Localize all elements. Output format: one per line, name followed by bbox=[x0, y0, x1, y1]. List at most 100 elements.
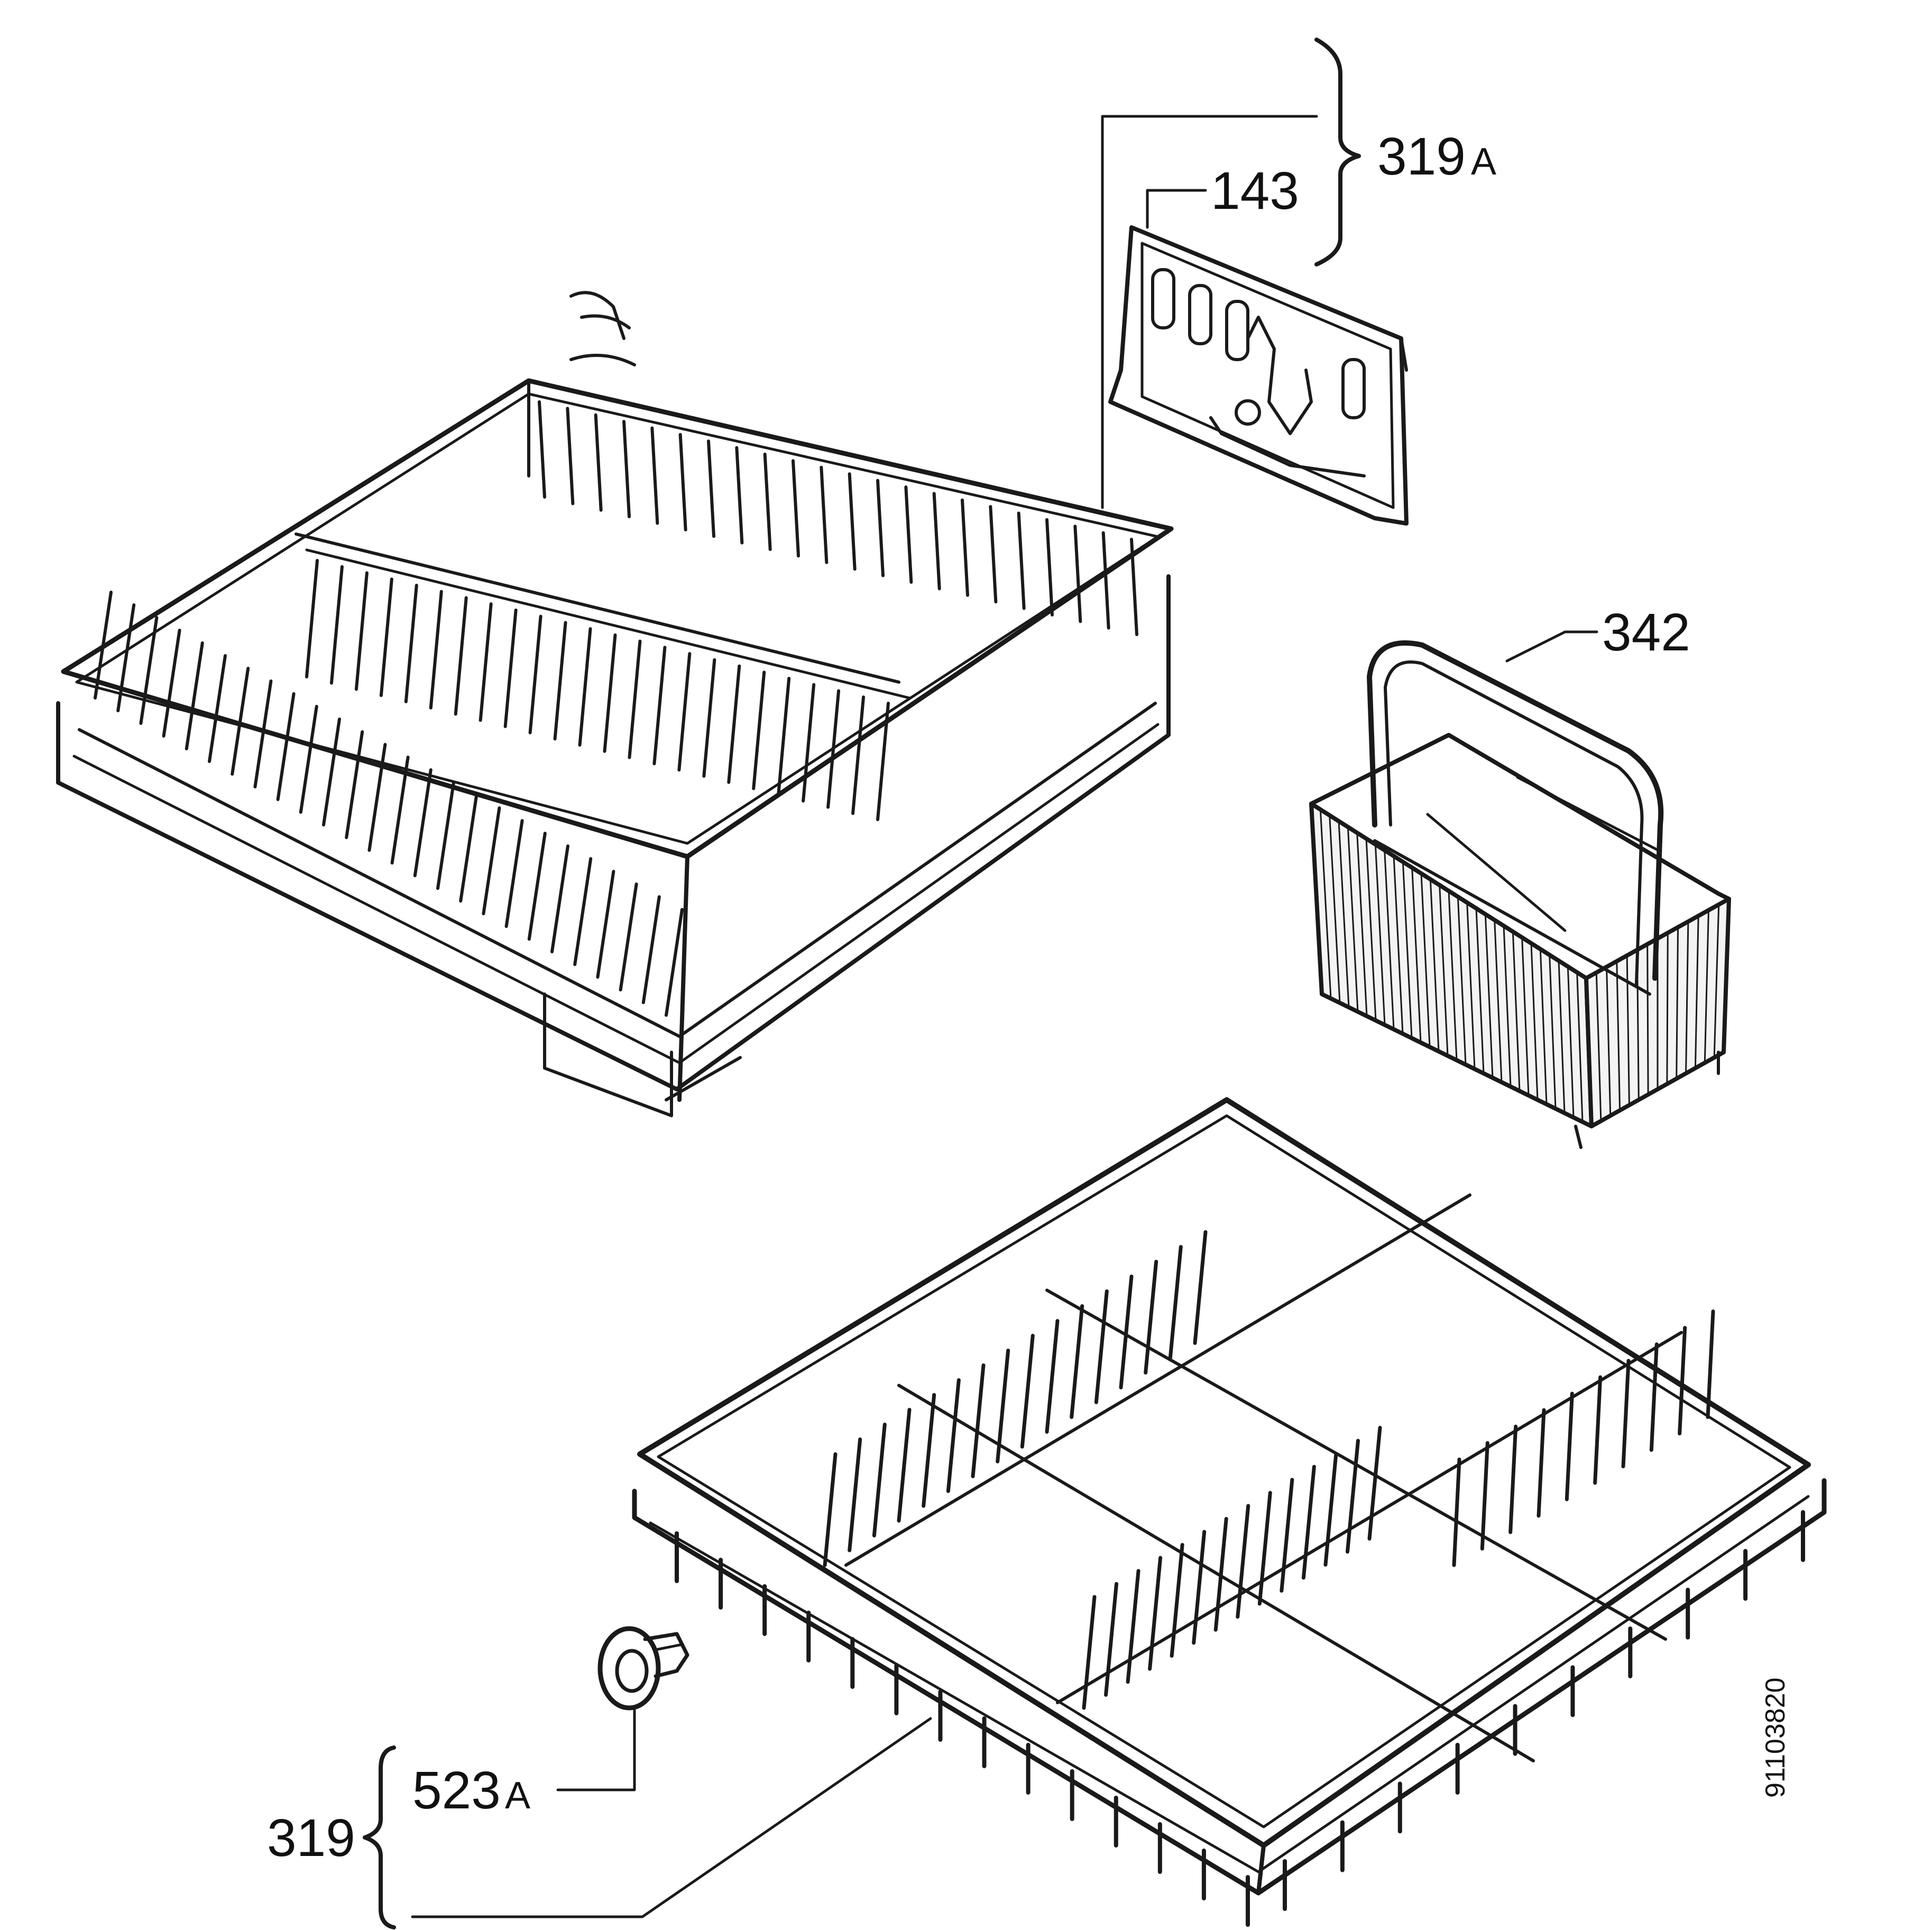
upper-rack-tine bbox=[550, 844, 569, 953]
lower-rack-tine bbox=[1280, 1477, 1294, 1593]
upper-rack-tine bbox=[702, 658, 716, 778]
upper-rack-tine bbox=[253, 679, 273, 788]
upper-rack-tine bbox=[752, 670, 766, 791]
upper-rack-tine bbox=[848, 472, 857, 571]
basket-mesh-line bbox=[1347, 826, 1359, 1013]
upper-rack-tine bbox=[354, 571, 369, 691]
upper-rack-tine bbox=[727, 664, 741, 784]
upper-rack-tine bbox=[322, 718, 341, 826]
upper-rack-tine bbox=[299, 705, 318, 814]
lower-rack-tine bbox=[1144, 1260, 1158, 1375]
label-523A-number: 523 bbox=[412, 1761, 501, 1820]
basket-mesh-line bbox=[1616, 960, 1621, 1111]
basket-mesh-line bbox=[1356, 832, 1368, 1017]
upper-rack-tine bbox=[641, 895, 661, 1004]
lower-rack-tine bbox=[1367, 1426, 1382, 1541]
label-523A-suffix: A bbox=[505, 1775, 530, 1817]
lower-rack-tine bbox=[1537, 1408, 1546, 1518]
lower-rack-tine bbox=[1126, 1569, 1140, 1684]
basket-mesh-line bbox=[1475, 907, 1485, 1074]
upper-rack-tine bbox=[989, 505, 998, 604]
basket-mesh-line bbox=[1448, 890, 1458, 1061]
upper-rack-tine bbox=[454, 596, 468, 716]
basket-mesh-line bbox=[1429, 878, 1440, 1052]
upper-rack-tine bbox=[185, 641, 204, 750]
upper-rack-tine bbox=[652, 646, 667, 766]
upper-rack-tine bbox=[276, 692, 296, 801]
lower-rack-tine bbox=[1345, 1439, 1360, 1554]
lower-rack-tine bbox=[1508, 1424, 1518, 1534]
basket-mesh-line bbox=[1338, 820, 1350, 1008]
upper-rack-tine bbox=[594, 413, 603, 512]
label-319: 319 bbox=[267, 1808, 355, 1868]
lower-rack-tine bbox=[1301, 1465, 1316, 1580]
upper-rack-tine bbox=[876, 479, 885, 577]
upper-rack-tine bbox=[904, 485, 913, 584]
lower-rack-tine bbox=[922, 1393, 936, 1508]
lower-rack-tine bbox=[1119, 1274, 1134, 1390]
upper-rack-tine bbox=[404, 583, 418, 703]
drawing-code: 91103820 bbox=[1760, 1678, 1791, 1798]
basket-mesh-line bbox=[1576, 971, 1584, 1123]
upper-rack-tine bbox=[1045, 518, 1054, 617]
basket-mesh-line bbox=[1439, 884, 1449, 1057]
label-319A: 319 A bbox=[1377, 127, 1496, 186]
lower-basket bbox=[632, 1097, 1827, 1927]
upper-rack-tine bbox=[436, 781, 455, 890]
upper-rack-tine bbox=[459, 794, 479, 903]
lower-rack-tine bbox=[872, 1422, 887, 1538]
upper-rack-tine bbox=[573, 857, 593, 966]
basket-mesh-line bbox=[1685, 921, 1689, 1074]
basket-mesh-line bbox=[1384, 849, 1395, 1031]
upper-rack-tine bbox=[367, 743, 387, 852]
basket-wheel-part bbox=[597, 1626, 689, 1711]
basket-mesh-line bbox=[1666, 932, 1669, 1085]
upper-rack-tine bbox=[390, 756, 410, 865]
basket-mesh-line bbox=[1676, 926, 1679, 1080]
basket-mesh-line bbox=[1494, 919, 1503, 1083]
leader-lines bbox=[363, 38, 1598, 1929]
lower-rack-tine bbox=[971, 1363, 986, 1478]
lower-rack-tine bbox=[1170, 1543, 1184, 1658]
basket-mesh-line bbox=[1457, 896, 1467, 1065]
upper-rack-tine bbox=[538, 400, 546, 499]
basket-mesh-line bbox=[1402, 861, 1413, 1039]
upper-rack-tine bbox=[650, 426, 659, 525]
lower-rack-tine bbox=[848, 1437, 862, 1552]
lower-rack-tine bbox=[1452, 1457, 1461, 1567]
upper-rack-tine bbox=[851, 695, 866, 815]
cutlery-basket-part bbox=[1309, 640, 1731, 1149]
basket-mesh-line bbox=[1539, 948, 1548, 1105]
lower-rack-tine bbox=[1593, 1375, 1603, 1485]
upper-rack-tine bbox=[603, 633, 617, 753]
upper-rack-tine bbox=[596, 870, 615, 979]
upper-rack-tine bbox=[578, 627, 592, 747]
lower-rack-tine bbox=[1236, 1504, 1250, 1619]
cup-rack-part bbox=[1108, 225, 1409, 526]
upper-rack-tine bbox=[345, 730, 364, 839]
upper-rack-tine bbox=[622, 420, 631, 519]
upper-rack-tine bbox=[678, 433, 687, 531]
upper-rack-tine bbox=[802, 683, 816, 803]
upper-rack-tine bbox=[208, 654, 227, 763]
lower-rack-tine bbox=[1213, 1517, 1228, 1632]
upper-rack-tine bbox=[1073, 525, 1082, 623]
upper-rack-tine bbox=[792, 459, 800, 558]
basket-mesh-line bbox=[1329, 814, 1341, 1004]
basket-mesh-line bbox=[1636, 949, 1640, 1101]
basket-mesh-line bbox=[1420, 872, 1431, 1048]
lower-rack-tine bbox=[1148, 1556, 1163, 1671]
upper-rack-tine bbox=[162, 629, 181, 738]
upper-rack-tine bbox=[777, 677, 791, 797]
basket-mesh-line bbox=[1694, 915, 1699, 1069]
lower-rack-tine bbox=[897, 1408, 912, 1523]
lower-rack-tine bbox=[1193, 1230, 1208, 1345]
upper-rack-tine bbox=[379, 577, 393, 697]
lower-rack-tine bbox=[823, 1452, 838, 1567]
lower-rack-tine bbox=[946, 1378, 961, 1493]
basket-mesh-line bbox=[1466, 902, 1476, 1070]
lower-rack-tine bbox=[996, 1348, 1010, 1464]
upper-rack-tine bbox=[628, 639, 642, 759]
upper-rack-tine bbox=[677, 652, 692, 772]
